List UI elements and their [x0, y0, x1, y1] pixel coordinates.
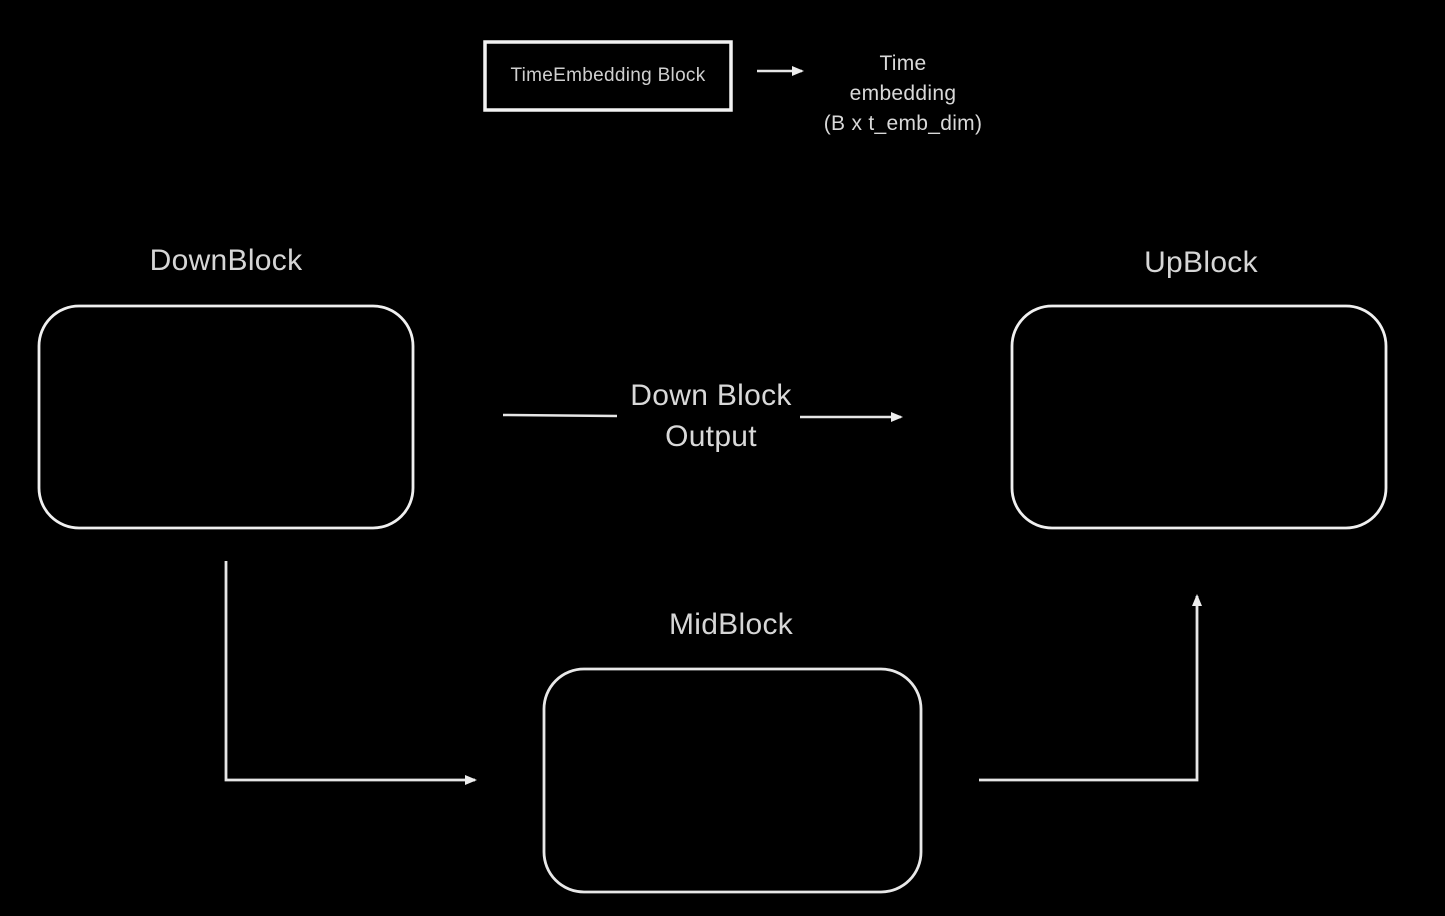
down-block-output-label: Down Block Output: [630, 379, 792, 453]
up-block-box: [1010, 304, 1388, 530]
mid-to-up-arrow: [979, 594, 1202, 782]
down-output-line-left: [502, 413, 618, 418]
mid-block-label: MidBlock: [668, 608, 794, 641]
down-block-box: [37, 304, 415, 530]
down-block-label: DownBlock: [149, 244, 303, 277]
time-embedding-block-box: [483, 40, 733, 112]
mid-block-box: [542, 667, 923, 894]
up-block-label: UpBlock: [1144, 246, 1258, 279]
time-embedding-block-label: TimeEmbedding Block: [510, 65, 706, 87]
down-to-mid-arrow: [224, 561, 477, 785]
time-embedding-output-label: Time embedding (B x t_emb_dim): [823, 52, 983, 135]
